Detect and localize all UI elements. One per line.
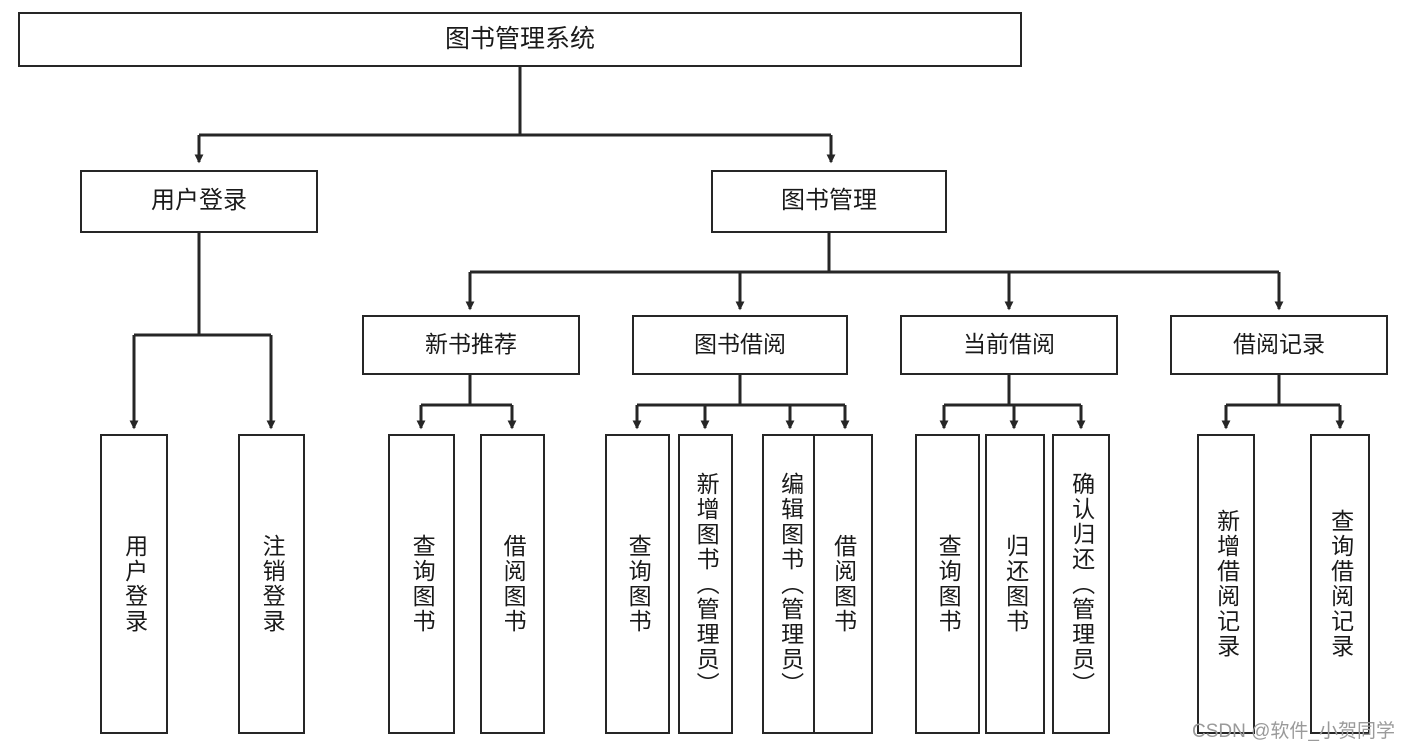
node-user-login-label: 用户登录	[151, 187, 247, 215]
node-leaf-borrow-book-1[interactable]: 借阅图书	[480, 434, 545, 734]
node-leaf-borrow-book-2-label: 借阅图书	[830, 534, 857, 634]
node-user-login[interactable]: 用户登录	[80, 170, 318, 233]
node-leaf-edit-book-label: 编辑图书（管理员）	[777, 471, 804, 697]
node-leaf-user-logout-label: 注销登录	[259, 534, 286, 634]
node-leaf-query-book-3[interactable]: 查询图书	[915, 434, 980, 734]
node-new-book-recommend[interactable]: 新书推荐	[362, 315, 580, 375]
node-leaf-borrow-book-1-label: 借阅图书	[500, 534, 527, 634]
node-leaf-query-book-1[interactable]: 查询图书	[388, 434, 455, 734]
node-leaf-user-login-label: 用户登录	[121, 534, 148, 634]
node-borrow-record[interactable]: 借阅记录	[1170, 315, 1388, 375]
node-leaf-add-book-label: 新增图书（管理员）	[693, 471, 720, 697]
node-leaf-return-book-label: 归还图书	[1002, 534, 1029, 634]
node-leaf-confirm-return-label: 确认归还（管理员）	[1068, 471, 1095, 697]
node-new-book-recommend-label: 新书推荐	[425, 331, 517, 358]
node-leaf-return-book[interactable]: 归还图书	[985, 434, 1045, 734]
node-leaf-borrow-book-2[interactable]: 借阅图书	[813, 434, 873, 734]
node-book-manage-label: 图书管理	[781, 187, 877, 215]
node-leaf-add-book[interactable]: 新增图书（管理员）	[678, 434, 733, 734]
node-book-borrow-label: 图书借阅	[694, 331, 786, 358]
node-leaf-user-login[interactable]: 用户登录	[100, 434, 168, 734]
node-leaf-confirm-return[interactable]: 确认归还（管理员）	[1052, 434, 1110, 734]
node-current-borrow-label: 当前借阅	[963, 331, 1055, 358]
node-book-manage[interactable]: 图书管理	[711, 170, 947, 233]
node-current-borrow[interactable]: 当前借阅	[900, 315, 1118, 375]
node-leaf-query-borrow-record-label: 查询借阅记录	[1327, 509, 1354, 659]
node-book-borrow[interactable]: 图书借阅	[632, 315, 848, 375]
node-leaf-user-logout[interactable]: 注销登录	[238, 434, 305, 734]
node-leaf-query-book-1-label: 查询图书	[409, 534, 436, 634]
node-leaf-add-borrow-record[interactable]: 新增借阅记录	[1197, 434, 1255, 734]
csdn-watermark: CSDN @软件_小贺同学	[1192, 721, 1395, 742]
node-leaf-query-book-2[interactable]: 查询图书	[605, 434, 670, 734]
node-leaf-add-borrow-record-label: 新增借阅记录	[1213, 509, 1240, 659]
node-leaf-edit-book[interactable]: 编辑图书（管理员）	[762, 434, 818, 734]
node-root[interactable]: 图书管理系统	[18, 12, 1022, 67]
node-leaf-query-book-3-label: 查询图书	[935, 534, 962, 634]
node-leaf-query-book-2-label: 查询图书	[625, 534, 652, 634]
node-borrow-record-label: 借阅记录	[1233, 331, 1325, 358]
node-root-label: 图书管理系统	[444, 24, 595, 53]
node-leaf-query-borrow-record[interactable]: 查询借阅记录	[1310, 434, 1370, 734]
